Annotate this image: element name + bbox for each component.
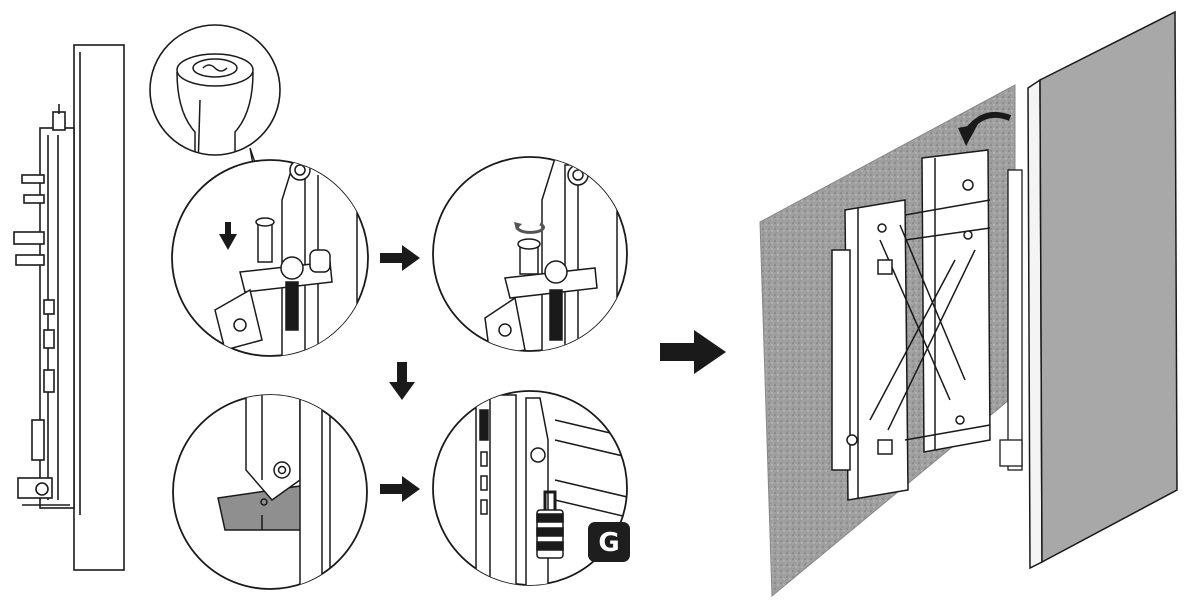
callout-badge: G <box>588 522 630 562</box>
step-1-lift-pin <box>171 159 369 357</box>
side-view-display-mount <box>13 44 125 571</box>
arrow-right-icon <box>660 330 726 374</box>
curved-arrow-icon <box>958 112 1012 146</box>
display-side-panel <box>73 44 125 571</box>
step-4-padlock: G <box>432 390 630 586</box>
display-panel <box>999 10 1178 570</box>
display-face <box>1039 10 1178 564</box>
step-3-pin-locked <box>172 394 368 590</box>
rotate-icon <box>514 222 545 234</box>
callout-badge-label: G <box>598 528 619 558</box>
arrow-right-icon <box>380 245 420 271</box>
zoom-callout <box>149 24 281 215</box>
step-2-rotate-pin <box>432 156 628 352</box>
arrow-down-icon <box>389 362 415 400</box>
mount-arm-side <box>13 104 75 509</box>
wall-installation-view <box>759 10 1178 598</box>
arrow-right-icon <box>380 476 420 502</box>
pop-out-mount <box>831 149 991 501</box>
arrow-down-icon <box>219 222 237 250</box>
padlock-icon <box>536 490 564 559</box>
